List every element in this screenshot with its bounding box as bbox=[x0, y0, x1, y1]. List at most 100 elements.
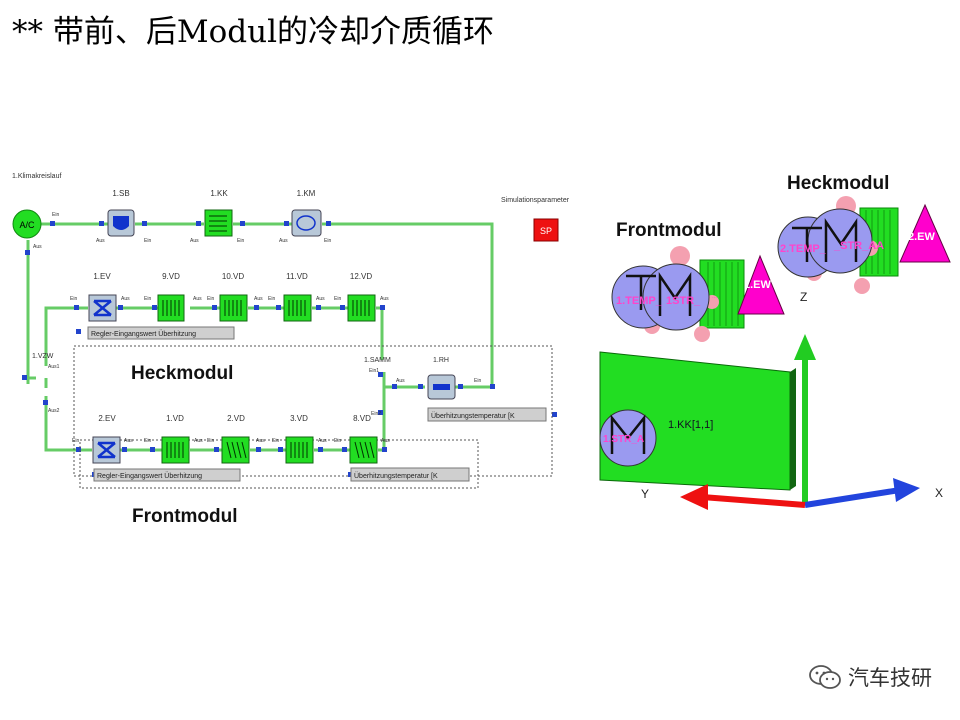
t-letter-icon bbox=[792, 226, 822, 262]
rear-ew-label: 2.EW bbox=[908, 231, 936, 243]
port-label: Aus2 bbox=[48, 408, 60, 414]
comp-label: 8.VD bbox=[353, 414, 371, 423]
port-label: Ein bbox=[144, 238, 151, 244]
evaporator-block[interactable] bbox=[221, 436, 250, 464]
svg-text:Aus: Aus bbox=[254, 296, 263, 302]
axis-x-label: X bbox=[935, 486, 943, 500]
brand-name: 汽车技研 bbox=[848, 666, 932, 690]
heat-exchanger-icon bbox=[433, 384, 450, 390]
comp-label-kk: 1.KK bbox=[210, 189, 228, 198]
sp-block-label: SP bbox=[540, 226, 552, 236]
condenser-icon bbox=[209, 215, 227, 232]
port-markers bbox=[22, 221, 557, 477]
ac-compressor[interactable] bbox=[12, 209, 42, 239]
svg-text:Ein: Ein bbox=[272, 438, 279, 444]
receiver-icon bbox=[113, 216, 129, 230]
svg-text:Aus: Aus bbox=[193, 296, 202, 302]
brand-watermark: 汽车技研 bbox=[808, 662, 932, 692]
svg-text:Aus: Aus bbox=[380, 296, 389, 302]
rear-controller-label: Regler-Eingangswert Überhitzung bbox=[91, 330, 196, 338]
svg-text:Ein: Ein bbox=[207, 438, 214, 444]
sp-block[interactable] bbox=[533, 218, 559, 242]
ac-label: A/C bbox=[19, 220, 35, 230]
front-module-3d: 1.TEMP_ 1STR_ ... 1.EW bbox=[611, 246, 785, 342]
rear-module-3d: 2.TEMP_ _STR_AA 2.EW bbox=[777, 196, 951, 294]
rear-tm-label-2: _STR_AA bbox=[833, 240, 884, 252]
port-label: Aus bbox=[279, 238, 288, 244]
svg-text:Ein: Ein bbox=[72, 438, 79, 444]
schematic-front-label: Frontmodul bbox=[132, 506, 238, 527]
panel-label: 1.KK[1,1] bbox=[668, 419, 713, 431]
front-ew-triangle[interactable] bbox=[737, 254, 785, 315]
svg-text:Aus: Aus bbox=[316, 296, 325, 302]
svg-text:Ein: Ein bbox=[144, 296, 151, 302]
overheat-label-2: Überhitzungstemperatur [K bbox=[354, 472, 438, 480]
svg-text:Aus: Aus bbox=[124, 438, 133, 444]
comp-label-km: 1.KM bbox=[297, 189, 316, 198]
vzw-label: 1.VZW bbox=[32, 353, 54, 360]
svg-text:Aus: Aus bbox=[318, 438, 327, 444]
evaporator-block[interactable] bbox=[349, 436, 378, 464]
circuit-label: 1.Klimakreislauf bbox=[12, 173, 61, 180]
comp-label-front-ev: 2.EV bbox=[98, 414, 116, 423]
t-letter-icon bbox=[626, 274, 656, 310]
port-label: Ein bbox=[52, 212, 59, 218]
comp-label: 10.VD bbox=[222, 272, 244, 281]
m-letter-icon bbox=[610, 414, 646, 454]
rear-tm-label: 2.TEMP_ bbox=[780, 243, 827, 255]
comp-label-rear-ev: 1.EV bbox=[93, 272, 111, 281]
page-title: ** 带前、后Modul的冷却介质循环 bbox=[12, 14, 494, 50]
svg-text:Ein: Ein bbox=[207, 296, 214, 302]
comp-label: 12.VD bbox=[350, 272, 372, 281]
port-label: Ein bbox=[70, 296, 77, 302]
front-ew-label: 1.EW bbox=[744, 279, 772, 291]
front-evaporators: 1.VD 2.VD 3.VD 8.VD bbox=[161, 414, 378, 464]
overheat-sensor-box-2[interactable] bbox=[350, 467, 470, 482]
svg-text:Ein: Ein bbox=[334, 438, 341, 444]
port-label: Aus bbox=[96, 238, 105, 244]
svg-text:Ein: Ein bbox=[334, 296, 341, 302]
rear-evaporators: 9.VD 10.VD 11.VD 12.VD bbox=[157, 272, 376, 322]
axes-3d: Z X Y bbox=[641, 290, 943, 510]
port-label: Ein bbox=[324, 238, 331, 244]
comp-label-sb: 1.SB bbox=[112, 189, 129, 198]
svg-text:Aus: Aus bbox=[381, 438, 390, 444]
sim-param-label: Simulationsparameter bbox=[501, 197, 570, 204]
port-label: Ein2 bbox=[371, 411, 381, 417]
comp-label: 1.VD bbox=[166, 414, 184, 423]
port-label: Aus bbox=[33, 244, 42, 250]
condenser-panel-3d: 1.STR_A 1.KK[1,1] bbox=[599, 351, 796, 491]
rear-ew-triangle[interactable] bbox=[899, 203, 951, 263]
m-letter-icon bbox=[658, 271, 692, 316]
compressor-block[interactable] bbox=[291, 209, 322, 237]
svg-text:Aus: Aus bbox=[194, 438, 203, 444]
view3d-front-label: Frontmodul bbox=[616, 220, 722, 241]
comp-label: 9.VD bbox=[162, 272, 180, 281]
front-controller-label: Regler-Eingangswert Überhitzung bbox=[97, 472, 202, 480]
front-controller-box[interactable] bbox=[93, 468, 241, 482]
svg-text:Ein: Ein bbox=[144, 438, 151, 444]
rear-controller-box[interactable] bbox=[87, 326, 235, 340]
port-label: Aus bbox=[190, 238, 199, 244]
front-tm-label-2: 1STR_ bbox=[666, 295, 701, 307]
axis-z-label: Z bbox=[800, 290, 807, 304]
overheat-sensor-box-1[interactable] bbox=[427, 407, 547, 422]
condenser-block[interactable] bbox=[204, 209, 233, 237]
front-port-labels: Ein Aus Ein Aus Ein Aus Ein Aus Ein Aus bbox=[72, 438, 390, 444]
comp-label: 11.VD bbox=[286, 272, 308, 281]
port-label: Aus bbox=[121, 296, 130, 302]
samm-label: 1.SAMM bbox=[364, 357, 391, 364]
valve-icon bbox=[97, 441, 116, 459]
comp-label: 2.VD bbox=[227, 414, 245, 423]
compressor-icon bbox=[296, 215, 316, 231]
comp-label: 3.VD bbox=[290, 414, 308, 423]
front-small-label: ... bbox=[712, 294, 717, 300]
svg-text:Aus: Aus bbox=[256, 438, 265, 444]
port-label: Ein bbox=[474, 378, 481, 384]
axis-y-label: Y bbox=[641, 487, 649, 501]
valve-icon bbox=[93, 299, 112, 317]
port-label: Ein1 bbox=[369, 368, 379, 374]
panel-m-label: 1.STR_A bbox=[603, 434, 644, 445]
